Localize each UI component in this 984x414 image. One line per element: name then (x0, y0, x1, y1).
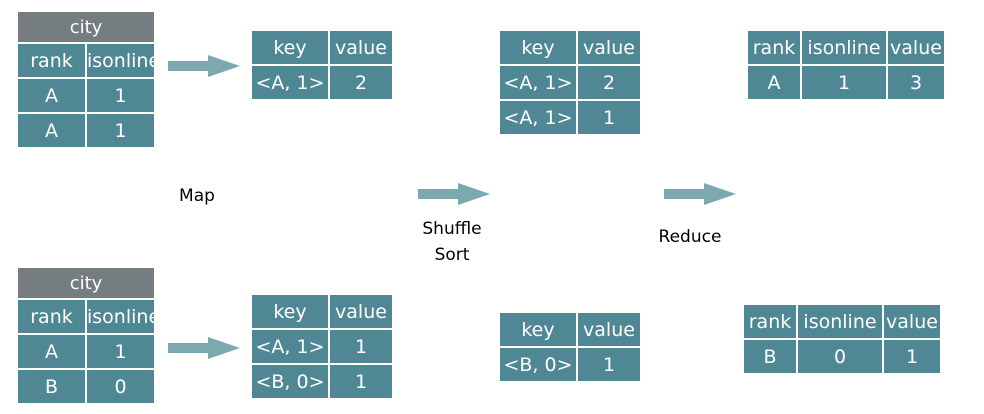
table-cell: 0 (85, 368, 156, 405)
table-cell: B (742, 338, 798, 375)
column-header: key (250, 293, 330, 330)
shuffle-table-1: key value <A, 1> 2 <A, 1> 1 (498, 29, 642, 136)
column-header: isonline (85, 42, 156, 79)
table-row: A 1 (16, 112, 156, 149)
column-header: value (576, 29, 642, 66)
table-cell: 0 (796, 338, 884, 375)
table-title: city (16, 10, 156, 44)
table-row: <A, 1> 2 (498, 64, 642, 101)
table-cell: <A, 1> (250, 328, 330, 365)
table-cell: 2 (328, 64, 394, 101)
table-row: B 0 (16, 368, 156, 405)
table-cell: 1 (882, 338, 942, 375)
table-cell: 2 (576, 64, 642, 101)
arrow-right-icon (168, 337, 240, 359)
column-header: value (882, 303, 942, 340)
table-title: city (16, 266, 156, 300)
column-header: key (498, 311, 578, 348)
table-cell: <B, 0> (250, 363, 330, 400)
table-cell: 1 (800, 64, 888, 101)
shuffle-label-line-1: Shuffle (422, 219, 482, 239)
column-header: value (576, 311, 642, 348)
table-cell: A (746, 64, 802, 101)
column-header: value (328, 293, 394, 330)
column-header: key (250, 29, 330, 66)
table-cell: <A, 1> (250, 64, 330, 101)
input-table-1: city rank isonline A 1 A 1 (16, 10, 156, 149)
reduce-label: Reduce (658, 227, 722, 247)
table-cell: 1 (328, 328, 394, 365)
column-header: rank (746, 29, 802, 66)
column-header: rank (16, 298, 87, 335)
table-cell: 3 (886, 64, 946, 101)
table-row: B 0 1 (742, 338, 942, 375)
arrow-right-icon (168, 55, 240, 77)
table-row: <B, 0> 1 (250, 363, 394, 400)
table-cell: 1 (328, 363, 394, 400)
table-cell: <B, 0> (498, 346, 578, 383)
input-table-2: city rank isonline A 1 B 0 (16, 266, 156, 405)
table-cell: 1 (576, 99, 642, 136)
shuffle-label-line-2: Sort (434, 245, 470, 265)
table-row: A 1 (16, 333, 156, 370)
arrow-right-icon (664, 183, 736, 205)
column-header: key (498, 29, 578, 66)
shuffle-label: Shuffle Sort (412, 216, 492, 268)
column-header: isonline (796, 303, 884, 340)
table-row: <A, 1> 1 (250, 328, 394, 365)
table-cell: 1 (85, 333, 156, 370)
column-header: value (886, 29, 946, 66)
column-header: rank (16, 42, 87, 79)
map-table-1: key value <A, 1> 2 (250, 29, 394, 101)
map-table-2: key value <A, 1> 1 <B, 0> 1 (250, 293, 394, 400)
table-cell: 1 (85, 77, 156, 114)
table-cell: 1 (85, 112, 156, 149)
column-header: isonline (800, 29, 888, 66)
column-header: rank (742, 303, 798, 340)
table-cell: 1 (576, 346, 642, 383)
table-cell: B (16, 368, 87, 405)
table-cell: A (16, 333, 87, 370)
arrow-right-icon (418, 183, 490, 205)
table-row: <B, 0> 1 (498, 346, 642, 383)
table-cell: A (16, 77, 87, 114)
table-row: <A, 1> 1 (498, 99, 642, 136)
map-label: Map (179, 186, 215, 206)
reduce-table-2: rank isonline value B 0 1 (742, 303, 942, 375)
shuffle-table-2: key value <B, 0> 1 (498, 311, 642, 383)
table-row: <A, 1> 2 (250, 64, 394, 101)
reduce-table-1: rank isonline value A 1 3 (746, 29, 946, 101)
column-header: value (328, 29, 394, 66)
column-header: isonline (85, 298, 156, 335)
table-row: A 1 3 (746, 64, 946, 101)
table-row: A 1 (16, 77, 156, 114)
table-cell: A (16, 112, 87, 149)
table-cell: <A, 1> (498, 99, 578, 136)
table-cell: <A, 1> (498, 64, 578, 101)
